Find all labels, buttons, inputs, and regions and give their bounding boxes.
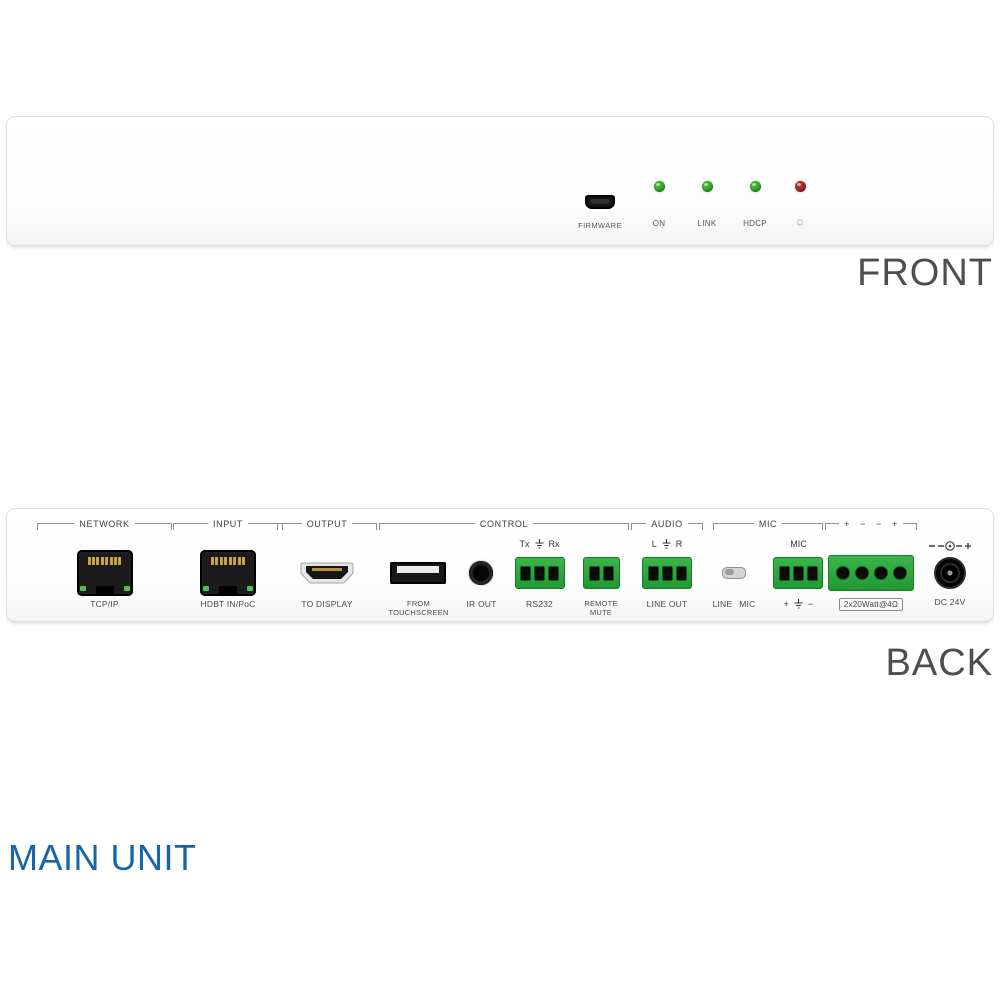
rs232-rx-label: Rx [548,538,560,549]
led-on-group: ON [637,181,681,228]
dc-barrel-jack [934,557,966,589]
front-caption: FRONT [857,252,993,294]
divider-line [277,523,302,530]
front-panel: FIRMWARE ON LINK HDCP ☼ [6,116,994,246]
line-out-phoenix-connector [642,557,692,589]
divider-line [379,523,475,530]
divider-line [173,523,208,530]
status-led [794,181,806,192]
usb-a-port [390,562,447,584]
link-led [701,181,713,192]
mute-label-line2: MUTE [589,608,613,617]
dc-24v-label: DC 24V [934,597,966,607]
ground-icon [794,599,803,609]
mic-connector-label: MIC [790,538,807,549]
line-mic-switch-item: LINE MIC [713,537,756,609]
rs232-tx-label: Tx [519,538,530,549]
hdcp-led-label: HDCP [743,219,767,228]
divider-line [37,523,75,530]
mic-minus-label: − [807,599,814,609]
ir-out-jack [469,561,494,585]
mute-label-line1: REMOTE [584,599,618,608]
dc-polarity-icon [929,540,971,551]
led-link-group: LINK [685,181,729,228]
main-unit-caption: MAIN UNIT [8,837,197,878]
divider-line [902,523,918,530]
firmware-label: FIRMWARE [578,221,622,230]
mic-plus-label: + [783,599,789,609]
divider-line [631,523,647,530]
divider-line [134,523,173,530]
divider-line [782,523,823,530]
switch-mic-label: MIC [739,599,756,609]
input-port-item: HDBT IN/PoC [200,537,256,609]
output-group-label: OUTPUT [306,518,348,529]
divider-line [248,523,283,530]
rs232-label: RS232 [526,599,553,609]
usb-label-line2: TOUCHSCREEN [388,608,449,617]
ir-out-label: IR OUT [466,599,497,609]
group-power: DC 24V [921,519,979,607]
rs232-item: Tx Rx RS232 [514,537,565,609]
mic-phoenix-connector [773,557,824,589]
speaker-polarity-label: + − − + [844,518,898,529]
ir-out-item: IR OUT [466,537,496,609]
to-display-label: TO DISPLAY [301,599,353,609]
speaker-phoenix-connector [828,555,914,591]
ground-icon [662,538,671,549]
rj45-hdbt-port [200,550,256,596]
divider-line [352,523,378,530]
on-led-label: ON [652,219,666,228]
audio-r-label: R [675,538,683,549]
group-output: OUTPUT TO DISPLAY [277,518,378,609]
group-mic: MIC LINE MIC MIC + − [713,518,824,610]
audio-group-label: AUDIO [651,518,683,529]
hdcp-led [749,181,761,192]
ground-icon [535,538,543,549]
input-group-label: INPUT [213,518,243,529]
switch-line-label: LINE [712,599,733,609]
hdmi-port [300,562,354,584]
line-out-label: LINE OUT [646,599,688,609]
divider-line [533,523,630,530]
speaker-item: 2x20Watt@4Ω [828,537,914,611]
dc-power-item: DC 24V [928,519,972,607]
led-hdcp-group: HDCP [733,181,777,228]
mic-group-label: MIC [758,518,778,529]
hdbt-label: HDBT IN/PoC [200,599,256,609]
back-panel: NETWORK TCP/IP INPUT [6,508,994,622]
link-led-label: LINK [697,219,717,228]
settings-icon: ☼ [794,214,806,228]
group-speaker: + − − + 2x20Watt@4Ω [825,518,918,611]
tcpip-label: TCP/IP [90,599,119,609]
line-out-item: L R LINE OUT [642,537,692,609]
audio-l-label: L [651,538,657,549]
network-port-item: TCP/IP [76,537,133,609]
touchscreen-usb-item: FROM TOUCHSCREEN [388,537,448,617]
back-caption: BACK [885,642,993,684]
group-audio: AUDIO L R LINE OUT [631,518,704,609]
output-port-item: TO DISPLAY [300,537,354,609]
remote-mute-phoenix-connector [582,557,620,589]
group-network: NETWORK TCP/IP [37,518,173,609]
control-group-label: CONTROL [479,518,529,529]
on-led [653,181,665,192]
firmware-port-group: FIRMWARE [572,195,628,230]
usb-label-line1: FROM [407,599,430,608]
group-input: INPUT HDBT IN/PoC [173,519,283,609]
rs232-phoenix-connector [514,557,565,589]
led-status-group: ☼ [778,181,822,227]
rj45-tcpip-port [76,550,133,596]
speaker-power-label: 2x20Watt@4Ω [838,598,904,611]
divider-line [713,523,754,530]
divider-line [825,523,840,530]
mic-connector-item: MIC + − [773,537,824,610]
line-mic-switch [722,567,746,579]
divider-line [687,523,704,530]
network-group-label: NETWORK [79,518,130,529]
group-control: CONTROL FROM TOUCHSCREEN IR OUT [379,518,630,617]
remote-mute-item: REMOTE MUTE [582,537,620,617]
micro-usb-firmware-port [585,195,615,209]
